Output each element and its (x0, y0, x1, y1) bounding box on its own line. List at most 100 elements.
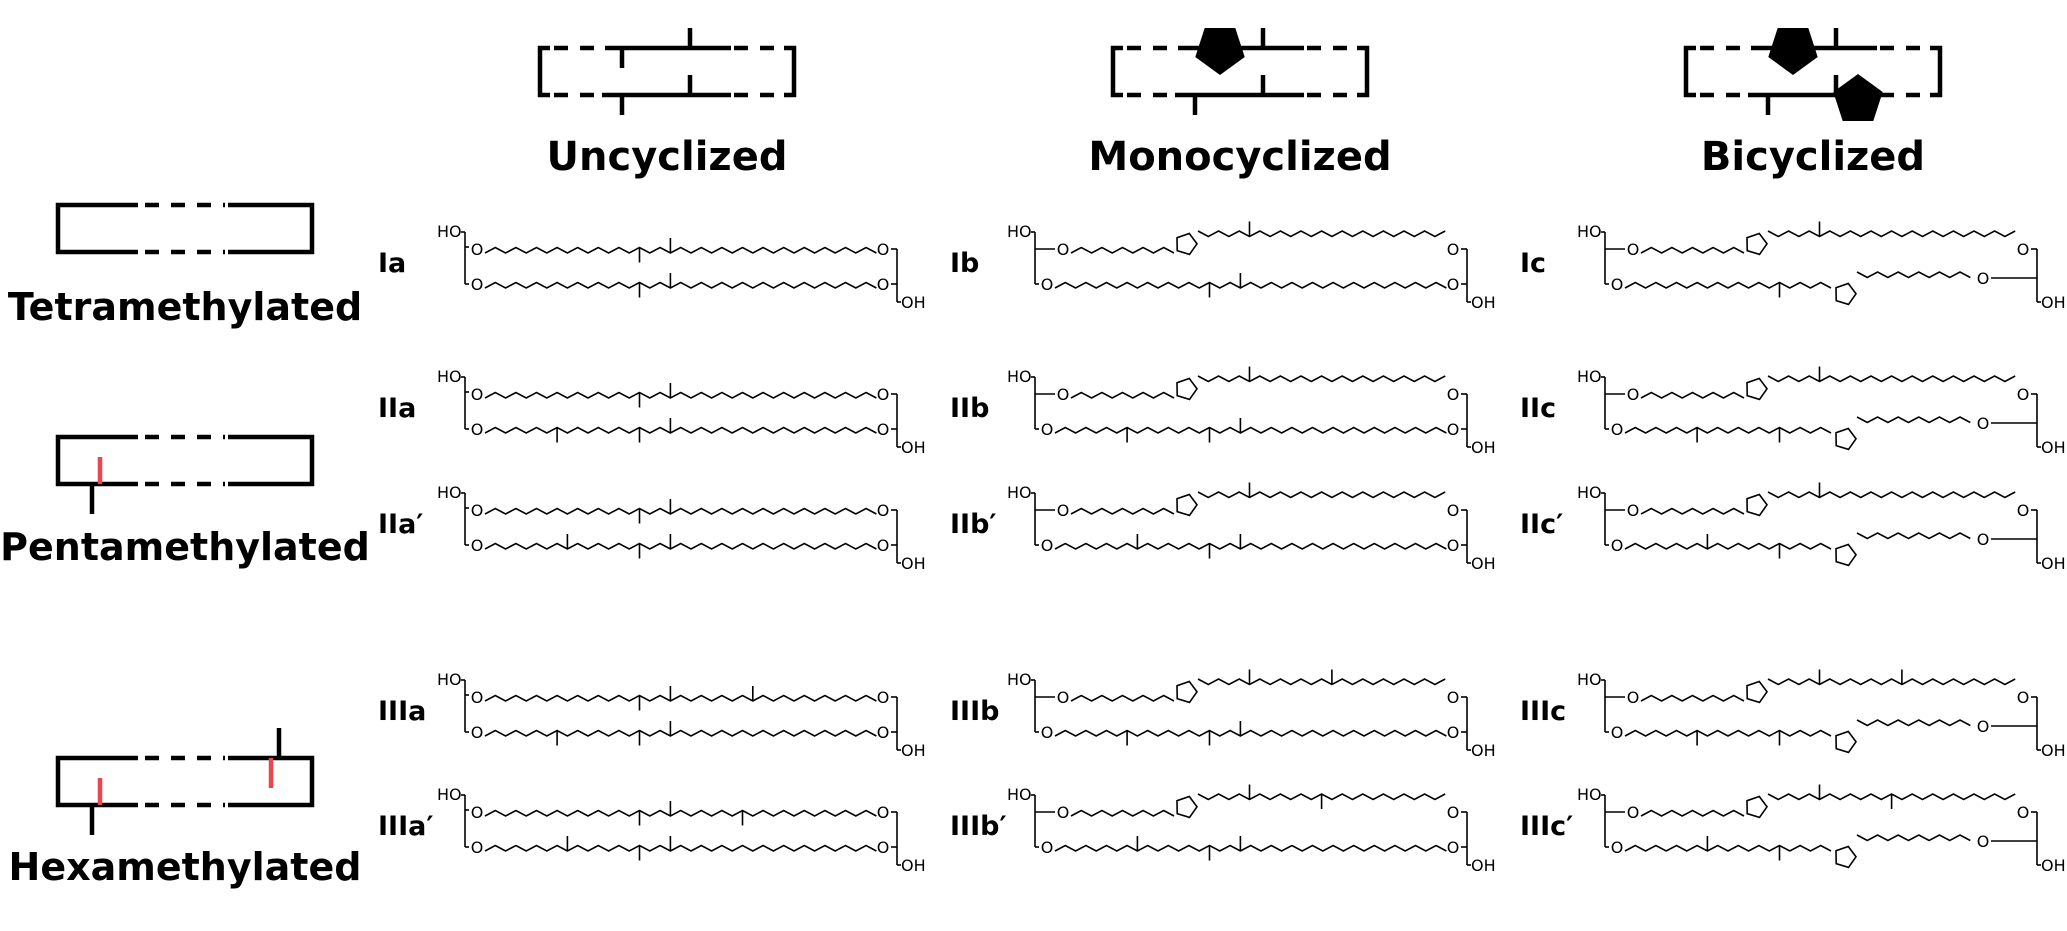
bracket-right (784, 45, 797, 98)
alkyl-chain (1054, 281, 1447, 289)
ether-oxygen: O (1057, 385, 1070, 404)
alkyl-chain (1856, 719, 1971, 727)
hydroxyl-label: HO (1577, 670, 1602, 689)
compound-label: IIIa (378, 696, 426, 727)
hydroxyl-label: HO (437, 785, 462, 804)
column-title-bicyclized: Bicyclized (1701, 134, 1925, 180)
alkyl-chain (1624, 729, 1832, 737)
column-header-monocyclized: Monocyclized (1088, 28, 1392, 180)
ether-oxygen: O (877, 240, 890, 259)
ether-oxygen: O (1447, 275, 1460, 294)
ether-oxygen: O (1057, 501, 1070, 520)
alkyl-chain (1054, 542, 1447, 550)
alkyl-chain (484, 426, 877, 434)
ether-oxygen: O (471, 275, 484, 294)
ether-oxygen: O (471, 385, 484, 404)
ether-oxygen: O (1041, 275, 1054, 294)
cyclopentane-ring (1835, 845, 1857, 869)
alkyl-chain (1856, 532, 1971, 540)
alkyl-chain (1624, 542, 1832, 550)
cyclopentane-ring-icon (1768, 28, 1818, 75)
compound-label: IIIc′ (1520, 811, 1573, 842)
hydroxyl-label: HO (1007, 785, 1032, 804)
alkyl-chain (1197, 491, 1446, 499)
hexamethylated-schematic-icon (55, 728, 315, 835)
row-title-tetramethylated: Tetramethylated (8, 285, 362, 329)
bracket-left (537, 45, 550, 98)
hydroxyl-label: OH (2041, 741, 2066, 760)
ether-oxygen: O (1041, 838, 1054, 857)
uncyclized-schematic-icon (537, 28, 797, 115)
ether-oxygen: O (2017, 501, 2030, 520)
alkyl-chain (1856, 416, 1971, 424)
alkyl-chain (484, 281, 877, 289)
alkyl-chain (484, 694, 877, 702)
hydroxyl-label: HO (1007, 367, 1032, 386)
ether-oxygen: O (877, 275, 890, 294)
compound-label: Ia (378, 248, 406, 279)
ether-oxygen: O (1447, 838, 1460, 857)
alkyl-chain (1767, 491, 2016, 499)
cyclopentane-ring (1746, 232, 1768, 256)
alkyl-chain (1624, 281, 1832, 289)
column-header-uncyclized: Uncyclized (537, 28, 797, 180)
alkyl-chain (1640, 809, 1745, 817)
ether-oxygen: O (1041, 420, 1054, 439)
pentamethylated-schematic-icon (55, 434, 315, 514)
hydroxyl-label: HO (1007, 483, 1032, 502)
ether-oxygen: O (2017, 803, 2030, 822)
column-title-monocyclized: Monocyclized (1088, 134, 1391, 180)
ether-oxygen: O (471, 688, 484, 707)
ether-oxygen: O (1611, 420, 1624, 439)
box-right (228, 434, 315, 487)
ether-oxygen: O (2017, 240, 2030, 259)
bicyclized-schematic-icon (1683, 28, 1943, 121)
bracket-right (1930, 45, 1943, 98)
alkyl-chain (1856, 271, 1971, 279)
alkyl-chain (1767, 678, 2016, 686)
hydroxyl-label: HO (437, 483, 462, 502)
hydroxyl-label: HO (437, 222, 462, 241)
column-header-bicyclized: Bicyclized (1683, 28, 1943, 180)
ether-oxygen: O (1041, 536, 1054, 555)
cyclopentane-ring-icon (1833, 74, 1883, 121)
column-title-uncyclized: Uncyclized (547, 134, 788, 180)
hydroxyl-label: OH (2041, 554, 2066, 573)
alkyl-chain (1054, 426, 1447, 434)
compound-label: IIc′ (1520, 509, 1563, 540)
compound-label: Ib (950, 248, 979, 279)
compound-label: IIb′ (950, 509, 997, 540)
compound-label: IIIa′ (378, 811, 433, 842)
ether-oxygen: O (2017, 688, 2030, 707)
cyclopentane-ring (1176, 795, 1198, 819)
ether-oxygen: O (2017, 385, 2030, 404)
alkyl-chain (1197, 678, 1446, 686)
cyclopentane-ring (1176, 493, 1198, 517)
ether-oxygen: O (1611, 723, 1624, 742)
hydroxyl-label: HO (1007, 670, 1032, 689)
alkyl-chain (1624, 844, 1832, 852)
hydroxyl-label: OH (1471, 554, 1496, 573)
ether-oxygen: O (1627, 688, 1640, 707)
compound-label: IIIb′ (950, 811, 1007, 842)
cyclopentane-ring-icon (1195, 28, 1245, 75)
row-header-hexamethylated: Hexamethylated (9, 728, 361, 889)
ether-oxygen: O (877, 385, 890, 404)
cyclopentane-ring (1176, 377, 1198, 401)
ether-oxygen: O (471, 240, 484, 259)
ether-oxygen: O (877, 501, 890, 520)
ether-oxygen: O (1627, 501, 1640, 520)
ether-oxygen: O (471, 723, 484, 742)
ether-oxygen: O (471, 420, 484, 439)
ether-oxygen: O (1977, 414, 1990, 433)
cyclopentane-ring (1746, 795, 1768, 819)
tetramethylated-schematic-icon (55, 202, 315, 255)
